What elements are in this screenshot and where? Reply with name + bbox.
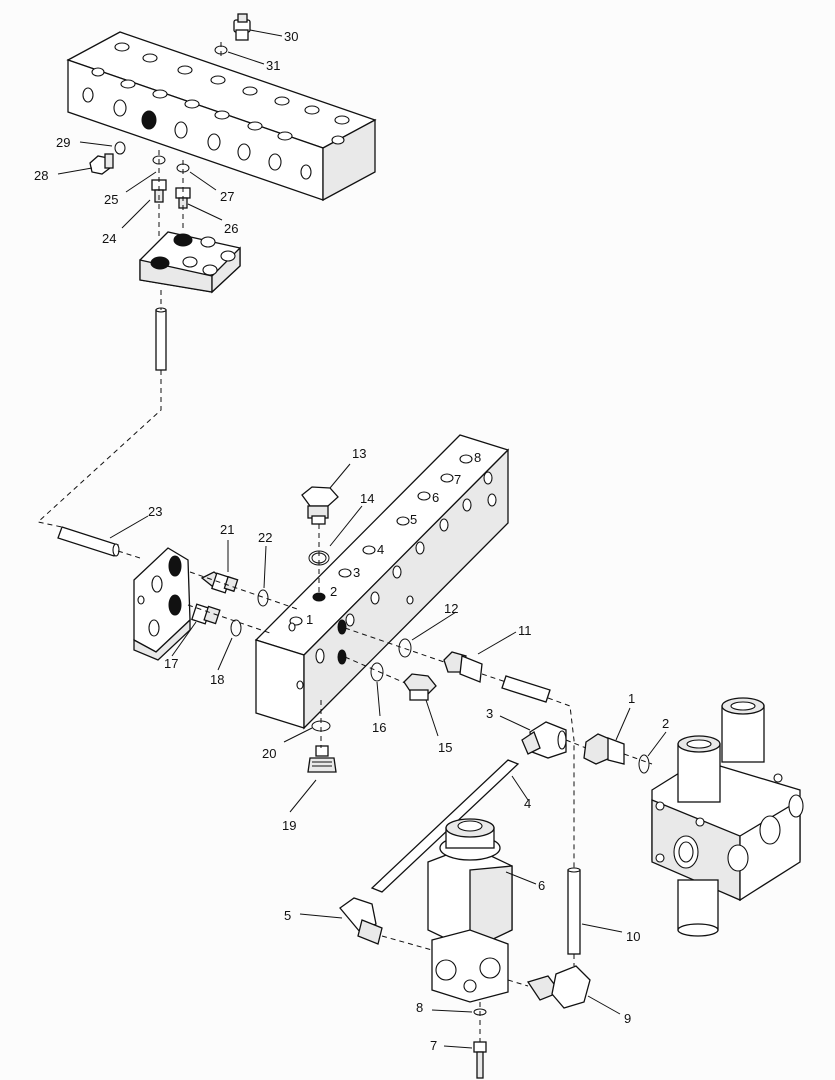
- part-12-o-ring: [398, 638, 412, 658]
- part-21-fitting: [200, 571, 239, 594]
- callout-4-block: 4: [377, 542, 384, 557]
- callout-17: 17: [164, 656, 178, 671]
- callout-14: 14: [360, 491, 374, 506]
- leader-lines: [57, 29, 667, 1049]
- middle-connector-lines: [117, 524, 575, 870]
- callout-25: 25: [104, 192, 118, 207]
- part-13-plug: [301, 486, 339, 525]
- callout-6-block: 6: [432, 490, 439, 505]
- callout-24: 24: [102, 231, 116, 246]
- callout-7-block: 7: [454, 472, 461, 487]
- callout-1-block: 1: [306, 612, 313, 627]
- callout-8-block: 8: [474, 450, 481, 465]
- part-28-plug: [89, 153, 114, 175]
- callout-2-block: 2: [330, 584, 337, 599]
- part-19-fitting: [307, 745, 337, 773]
- callout-31: 31: [266, 58, 280, 73]
- callout-30: 30: [284, 29, 298, 44]
- middle-manifold-block: [254, 434, 510, 730]
- callout-10: 10: [626, 929, 640, 944]
- callout-labels: 30 31 29 28 25 27 24 26 13 14 23 21 22 8…: [34, 29, 669, 1053]
- callout-29: 29: [56, 135, 70, 150]
- part-3-elbow: [521, 721, 567, 759]
- callout-5: 5: [284, 908, 291, 923]
- part-15-plug: [403, 673, 437, 701]
- callout-23: 23: [148, 504, 162, 519]
- callout-5-block: 5: [410, 512, 417, 527]
- part-5-elbow: [339, 897, 383, 945]
- part-4-tube: [370, 759, 520, 893]
- part-30-fitting: [233, 13, 251, 41]
- callout-21: 21: [220, 522, 234, 537]
- callout-1: 1: [628, 691, 635, 706]
- part-2-o-ring: [638, 754, 650, 774]
- valve-assembly: [651, 697, 804, 937]
- callout-11: 11: [518, 623, 532, 638]
- upper-tube: [155, 307, 167, 371]
- callout-13: 13: [352, 446, 366, 461]
- callout-18: 18: [210, 672, 224, 687]
- callout-15: 15: [438, 740, 452, 755]
- upper-connector-lines: [36, 42, 222, 528]
- part-7-screw: [473, 1041, 487, 1079]
- callout-4: 4: [524, 796, 531, 811]
- callout-2: 2: [662, 716, 669, 731]
- callout-22: 22: [258, 530, 272, 545]
- part-29-o-ring: [114, 141, 126, 155]
- callout-3: 3: [486, 706, 493, 721]
- part-18-o-ring: [230, 619, 242, 637]
- part-9-elbow: [526, 965, 591, 1009]
- part-16-o-ring: [370, 662, 384, 682]
- callout-9: 9: [624, 1011, 631, 1026]
- callout-26: 26: [224, 221, 238, 236]
- upper-mounting-plate: [139, 231, 241, 294]
- top-manifold-block: [66, 31, 377, 202]
- callout-27: 27: [220, 189, 234, 204]
- callout-8: 8: [416, 1000, 423, 1015]
- part-1-fitting: [583, 733, 625, 765]
- part-22-o-ring: [257, 589, 269, 607]
- left-mounting-plate: [133, 547, 191, 661]
- horizontal-tube: [501, 675, 551, 703]
- lower-connector-lines: [381, 739, 653, 1042]
- callout-19: 19: [282, 818, 296, 833]
- callout-16: 16: [372, 720, 386, 735]
- part-10-tube: [567, 867, 581, 955]
- callout-6: 6: [538, 878, 545, 893]
- part-23-tube: [57, 526, 120, 557]
- part-6-solenoid-valve: [427, 818, 513, 1003]
- callout-28: 28: [34, 168, 48, 183]
- part-11-fitting: [443, 651, 483, 683]
- callout-12: 12: [444, 601, 458, 616]
- callout-20: 20: [262, 746, 276, 761]
- part-17-fitting: [191, 603, 221, 625]
- callout-3-block: 3: [353, 565, 360, 580]
- callout-7: 7: [430, 1038, 437, 1053]
